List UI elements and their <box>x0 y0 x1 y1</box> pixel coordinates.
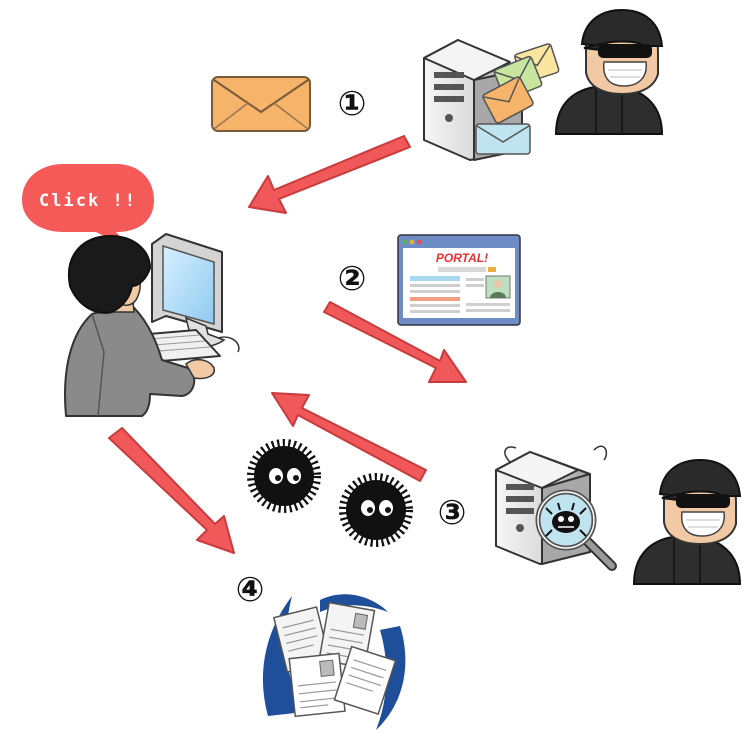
arrow-step1 <box>248 135 411 214</box>
arrow-step3 <box>271 392 427 482</box>
click-speech-bubble: Click !! <box>22 164 154 250</box>
step-1-label: ① <box>338 84 367 124</box>
hacker-figure-icon-2 <box>632 458 742 585</box>
portal-webpage-icon: PORTAL! <box>397 234 521 326</box>
step-4-label: ④ <box>236 570 265 610</box>
malware-soot-icon-1 <box>247 439 321 513</box>
email-envelope-icon <box>211 76 311 132</box>
email-stack-icon <box>475 43 560 155</box>
arrow-step4 <box>108 427 235 554</box>
magnifier-bug-icon <box>535 489 617 571</box>
step-2-label: ② <box>338 259 367 299</box>
malware-soot-icon-2 <box>339 473 413 547</box>
step-3-label: ③ <box>438 493 467 533</box>
leaked-documents-icon <box>262 594 406 730</box>
user-at-computer-icon <box>64 233 240 417</box>
bubble-text: Click !! <box>39 191 137 211</box>
hacker-figure-icon <box>554 8 664 135</box>
arrow-step2 <box>323 301 467 383</box>
portal-title: PORTAL! <box>436 251 488 265</box>
